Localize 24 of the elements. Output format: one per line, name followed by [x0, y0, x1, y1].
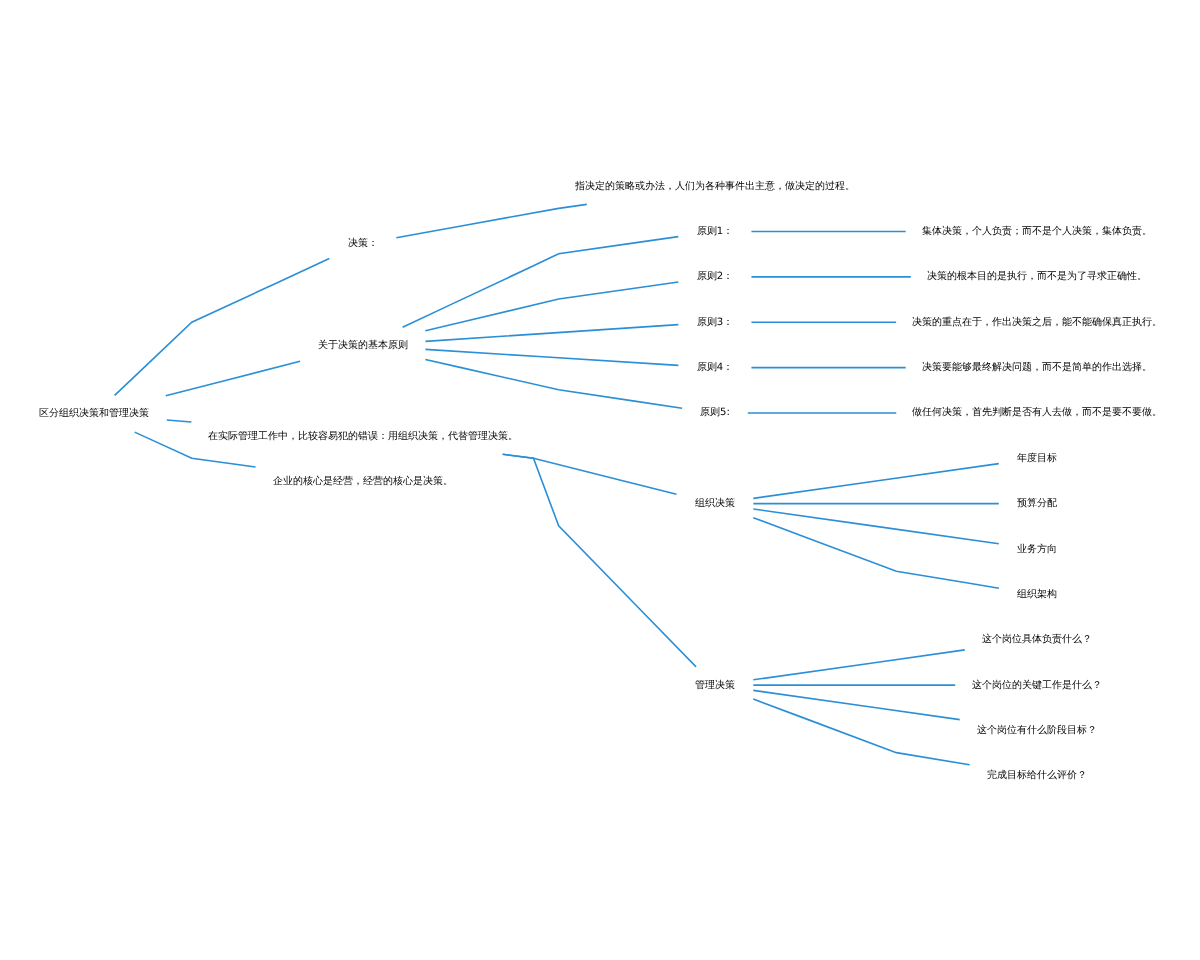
connector	[747, 411, 898, 413]
connector	[750, 229, 907, 232]
connector	[750, 320, 897, 323]
connector	[752, 501, 1000, 504]
connector	[424, 347, 680, 366]
connector	[750, 275, 912, 277]
connector	[501, 452, 697, 667]
connector	[424, 322, 680, 342]
connector	[395, 202, 588, 238]
connector	[133, 430, 257, 467]
connector	[164, 359, 301, 396]
connector	[424, 357, 683, 409]
connector	[752, 688, 961, 720]
connector	[752, 507, 1000, 544]
connector	[401, 234, 680, 327]
connector	[752, 648, 966, 680]
connector	[113, 256, 331, 396]
connector	[752, 683, 956, 685]
connector	[750, 365, 907, 368]
connector	[752, 461, 1000, 499]
connector	[752, 697, 971, 765]
connector	[166, 418, 193, 422]
connector	[424, 280, 680, 331]
connector	[752, 515, 1000, 588]
